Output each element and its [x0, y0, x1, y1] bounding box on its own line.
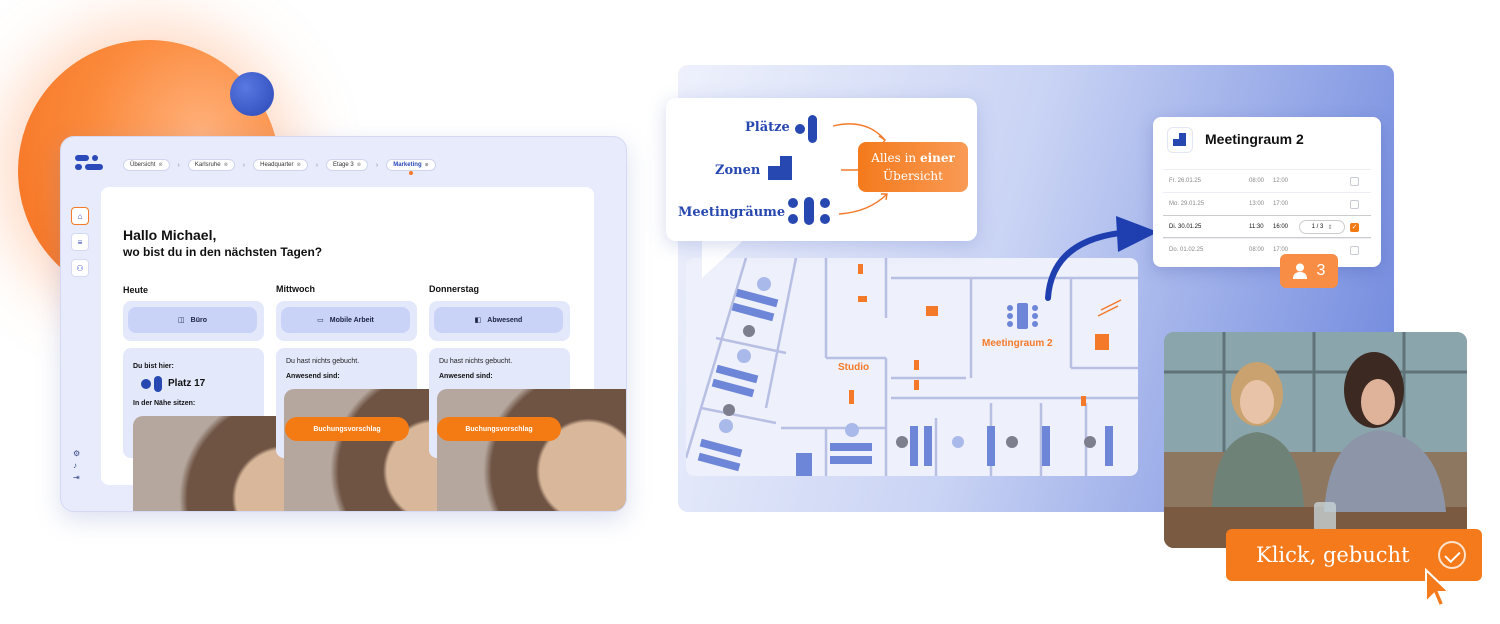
zone-label-studio[interactable]: Studio [838, 362, 870, 373]
location-label: Du bist hier: [133, 363, 174, 370]
settings-icon[interactable]: ⚙ [73, 449, 81, 458]
zone-icon [1167, 127, 1193, 153]
present-label: Anwesend sind: [439, 373, 493, 380]
floor-plan-drawing [686, 258, 1138, 476]
breadcrumb-item[interactable]: Karlsruhe⊗ [187, 159, 235, 171]
chevron-right-icon: › [375, 161, 379, 169]
zone-icon [768, 156, 792, 180]
slot-checkbox[interactable] [1350, 246, 1359, 255]
seat-icon [795, 115, 817, 143]
chevron-right-icon: › [242, 161, 246, 169]
book-now-button[interactable]: Klick, gebucht [1226, 529, 1482, 581]
day-card: Du bist hier: Platz 17 In der Nähe sitze… [123, 348, 626, 511]
greeting-title: Hallo Michael, [123, 227, 217, 243]
bell-icon[interactable]: ♪ [73, 461, 77, 470]
sidebar-list-button[interactable]: ≡ [71, 233, 89, 251]
floor-plan: Studio Meetingraum 2 [686, 258, 1138, 476]
seat-icon [141, 376, 162, 392]
breadcrumb-item-active[interactable]: Marketing⊗ [386, 159, 436, 175]
present-label: Anwesend sind: [286, 373, 340, 380]
booking-slots-table: Fr. 26.01.25 08:00 12:00 Mo. 29.01.25 13… [1163, 169, 1371, 261]
nearby-label: In der Nähe sitzen: [133, 400, 196, 407]
close-icon[interactable]: ⊗ [424, 162, 429, 168]
meeting-room-icon [788, 197, 830, 225]
office-photo-illustration [1164, 332, 1467, 548]
list-icon: ≡ [77, 237, 83, 247]
home-icon: ⌂ [77, 211, 83, 221]
booking-suggestion-button[interactable]: Buchungsvorschlag [437, 417, 561, 441]
status-button-absent[interactable]: ◧Abwesend [434, 307, 563, 333]
door-icon: ◫ [178, 317, 185, 324]
close-icon[interactable]: ⊗ [223, 162, 228, 168]
chevron-right-icon: › [177, 161, 180, 169]
door-open-icon: ◧ [474, 317, 482, 324]
sidebar-footer: ⚙ ♪ ⇥ [73, 449, 80, 482]
curved-arrow-icon [1045, 216, 1158, 301]
close-icon[interactable]: ⊗ [356, 162, 361, 168]
table-row[interactable]: Mo. 29.01.25 13:00 17:00 [1163, 192, 1371, 215]
day-heading: Heute [123, 285, 149, 295]
check-circle-icon [1438, 541, 1466, 569]
overview-callout: Alles in einer Übersicht [858, 142, 968, 192]
office-photo [1164, 332, 1467, 548]
room-label-meetingraum[interactable]: Meetingraum 2 [982, 338, 1053, 349]
laptop-icon: ▭ [317, 317, 324, 324]
slot-checkbox-checked[interactable]: ✓ [1350, 223, 1359, 232]
breadcrumb-item[interactable]: Etage 3⊗ [326, 159, 368, 171]
cursor-icon [1425, 568, 1450, 608]
main-panel: Hallo Michael, wo bist du in den nächste… [101, 187, 626, 511]
close-icon[interactable]: ⊗ [158, 162, 163, 168]
blue-circle-decoration [230, 72, 274, 116]
legend-bubble-tail [702, 238, 746, 278]
present-avatars: JB [437, 389, 626, 511]
breadcrumb-item[interactable]: Übersicht⊗ [123, 159, 170, 171]
table-row[interactable]: Fr. 26.01.25 08:00 12:00 [1163, 169, 1371, 192]
booking-suggestion-button[interactable]: Buchungsvorschlag [285, 417, 409, 441]
person-icon [1292, 263, 1307, 279]
greeting-subtitle: wo bist du in den nächsten Tagen? [123, 245, 323, 259]
day-status-box: ◧Abwesend [429, 301, 570, 341]
day-status-box: ◫Büro [123, 301, 264, 341]
avatar[interactable] [437, 389, 626, 511]
slot-checkbox[interactable] [1350, 200, 1359, 209]
team-icon: ⚇ [76, 263, 84, 273]
meeting-room-card: Meetingraum 2 Fr. 26.01.25 08:00 12:00 M… [1153, 117, 1381, 267]
day-card: Du hast nichts gebucht. Anwesend sind: J… [429, 348, 626, 511]
booking-info: Du hast nichts gebucht. [286, 358, 360, 365]
logout-icon[interactable]: ⇥ [73, 473, 80, 482]
day-status-box: ▭Mobile Arbeit [276, 301, 417, 341]
app-window: Übersicht⊗ › Karlsruhe⊗ › Headquarter⊗ ›… [60, 136, 627, 512]
day-heading: Donnerstag [429, 284, 480, 294]
attendee-count-badge: 3 [1280, 254, 1338, 288]
status-button-office[interactable]: ◫Büro [128, 307, 257, 333]
legend-label-meeting-rooms: Meetingräume [678, 205, 786, 220]
day-card: Du hast nichts gebucht. Anwesend sind: E… [276, 348, 626, 511]
attendee-stepper[interactable]: 1 / 3 ⇕ [1299, 220, 1345, 234]
meeting-room-title: Meetingraum 2 [1205, 131, 1304, 147]
seat-name: Platz 17 [168, 378, 206, 389]
sidebar-home-button[interactable]: ⌂ [71, 207, 89, 225]
legend-label-zones: Zonen [715, 163, 761, 178]
legend-label-seats: Plätze [745, 120, 790, 135]
breadcrumb-item[interactable]: Headquarter⊗ [253, 159, 308, 171]
close-icon[interactable]: ⊗ [296, 162, 301, 168]
sidebar: ⌂ ≡ ⚇ [71, 207, 91, 277]
app-logo [75, 155, 103, 170]
stepper-arrows-icon[interactable]: ⇕ [1327, 224, 1333, 231]
booking-info: Du hast nichts gebucht. [439, 358, 513, 365]
day-heading: Mittwoch [276, 284, 315, 294]
sidebar-team-button[interactable]: ⚇ [71, 259, 89, 277]
chevron-right-icon: › [315, 161, 319, 169]
table-row-selected[interactable]: Di. 30.01.25 11:30 16:00 1 / 3 ⇕ ✓ [1163, 215, 1371, 238]
status-button-remote[interactable]: ▭Mobile Arbeit [281, 307, 410, 333]
slot-checkbox[interactable] [1350, 177, 1359, 186]
breadcrumb: Übersicht⊗ › Karlsruhe⊗ › Headquarter⊗ ›… [123, 159, 436, 175]
table-row[interactable]: Do. 01.02.25 08:00 17:00 [1163, 238, 1371, 261]
